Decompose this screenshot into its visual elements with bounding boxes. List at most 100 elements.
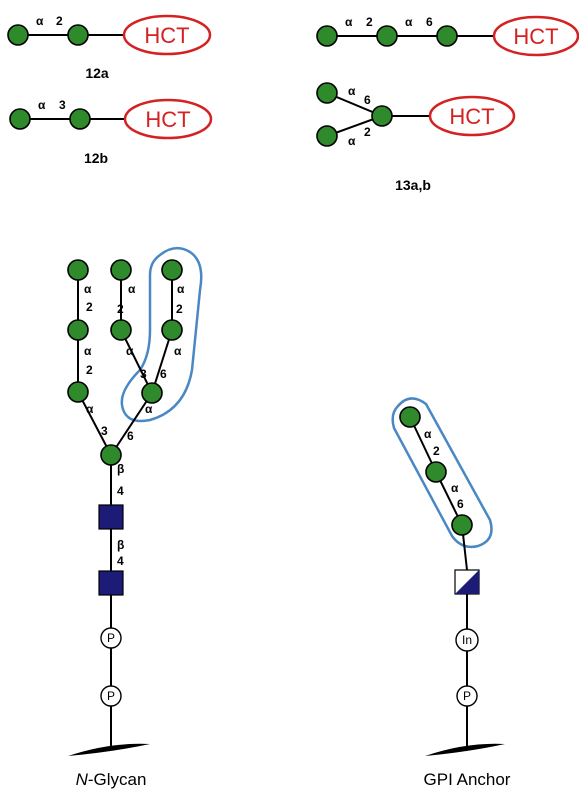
position-label: 2 [364,125,371,139]
mannose-node [161,259,183,281]
compound-label: 13a,b [395,177,431,193]
compound-13-branched: α 6 α 2 HCT 13a,b [316,82,516,193]
glcnac-node [98,504,124,530]
anomer-label: α [405,15,413,29]
anomer-label: α [38,98,46,112]
position-label: 3 [59,98,66,112]
mannose-node [67,381,89,403]
mannose-node [67,319,89,341]
anomer-label: α [36,14,44,28]
mannose-node [451,514,473,536]
mannose-node [425,461,447,483]
bond [77,391,112,456]
mannose-node [100,444,122,466]
mannose-node [376,25,398,47]
anomer-label: β [117,538,124,552]
highlight-outline [391,397,493,549]
position-label: 3 [140,367,147,381]
hct-aglycone [428,95,516,137]
anomer-label: β [117,462,124,476]
anomer-label: α [84,282,92,296]
phosphate-label: P [107,689,115,703]
anomer-label: α [128,282,136,296]
phosphate-node [100,685,122,707]
n-glycan-title: N-Glycan [76,770,147,789]
hct-label: HCT [144,23,189,48]
anomer-label: α [84,344,92,358]
inositol-label: In [462,633,472,647]
position-label: 4 [117,484,124,498]
mannose-node [316,82,338,104]
position-label: 2 [176,302,183,316]
n-glycan-title-italic: N [76,770,89,789]
mannose-node [67,24,89,46]
position-label: 6 [160,367,167,381]
mannose-node [110,319,132,341]
anomer-label: α [126,344,134,358]
membrane-anchor [425,743,505,756]
anomer-label: α [348,84,356,98]
phosphate-node [456,685,478,707]
mannose-node [436,25,458,47]
anomer-label: α [345,15,353,29]
position-label: 6 [127,429,134,443]
mannose-node [161,319,183,341]
bond [151,329,173,394]
position-label: 3 [101,424,108,438]
position-label: 6 [457,497,464,511]
position-label: 2 [366,15,373,29]
position-label: 2 [117,302,124,316]
compound-12b: α 3 HCT 12b [9,98,213,166]
glcn-fill [455,570,479,594]
anomer-label: α [348,134,356,148]
hct-label: HCT [449,104,494,129]
mannose-node [7,24,29,46]
position-label: 2 [433,444,440,458]
glcnac-node [98,570,124,596]
phosphate-node [100,627,122,649]
anomer-label: α [424,427,432,441]
gpi-anchor-title: GPI Anchor [424,770,511,789]
mannose-node [399,406,421,428]
hct-aglycone [492,15,579,57]
phosphate-label: P [107,631,115,645]
anomer-label: α [177,282,185,296]
compound-13-linear: α 2 α 6 HCT [316,15,579,57]
mannose-node [110,259,132,281]
inositol-node [455,628,479,652]
mannose-node [9,108,31,130]
position-label: 6 [364,93,371,107]
glcn-node [454,569,480,595]
phosphate-label: P [463,689,471,703]
mannose-node [316,125,338,147]
hct-label: HCT [513,24,558,49]
compound-12a: α 2 HCT 12a [7,14,212,81]
position-label: 2 [86,300,93,314]
n-glycan-structure: P P α 2 α 2 α 3 α 2 α 3 α 2 α 6 α 6 β 4 … [67,246,203,789]
hct-label: HCT [145,107,190,132]
mannose-node [67,259,89,281]
bond [120,329,153,394]
mannose-node [141,382,163,404]
mannose-node [316,25,338,47]
mannose-node [69,108,91,130]
position-label: 2 [56,14,63,28]
compound-label: 12a [85,65,109,81]
position-label: 6 [426,15,433,29]
bond [110,392,153,456]
anomer-label: α [174,344,182,358]
gpi-anchor-structure: α 2 α 6 In P GPI Anchor [391,397,511,789]
position-label: 4 [117,554,124,568]
membrane-anchor [68,743,150,756]
n-glycan-title-rest: -Glycan [88,770,147,789]
position-label: 2 [86,363,93,377]
anomer-label: α [451,481,459,495]
highlight-outline [120,246,203,423]
anomer-label: α [86,402,94,416]
hct-aglycone [123,98,213,140]
mannose-node [371,105,393,127]
anomer-label: α [145,402,153,416]
compound-label: 12b [84,150,108,166]
hct-aglycone [122,14,212,56]
